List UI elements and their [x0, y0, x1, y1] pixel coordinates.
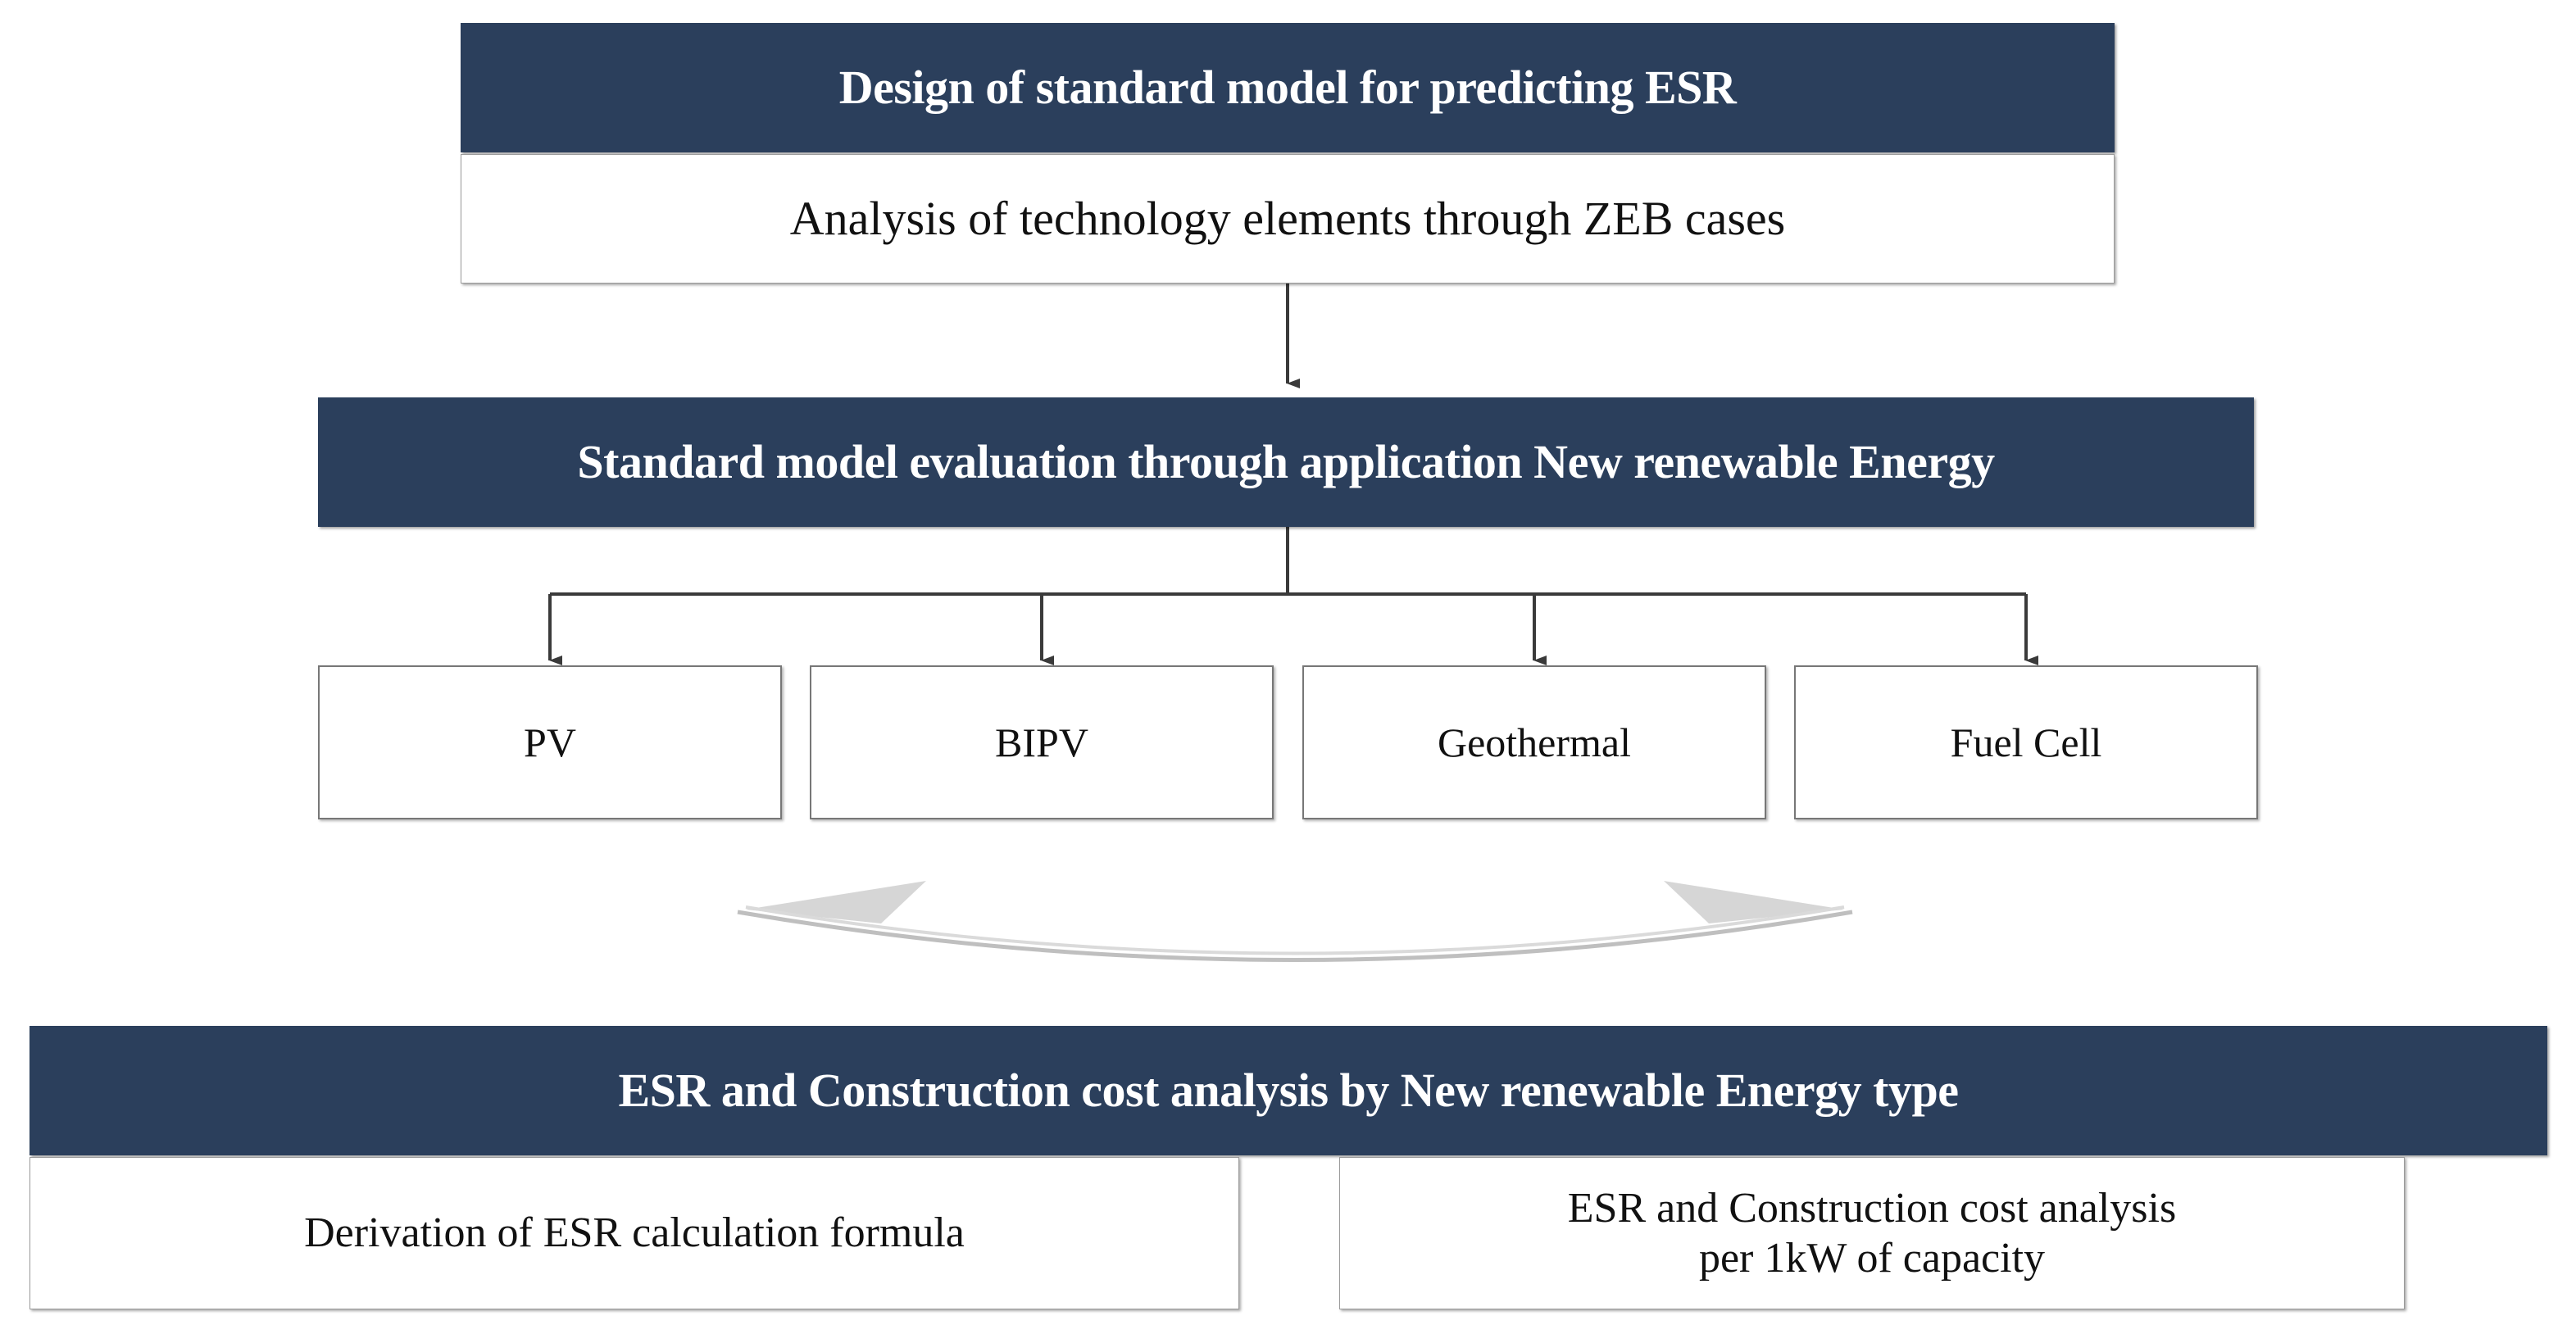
box-esr-cost-per-kw: ESR and Construction cost analysis per 1…: [1339, 1157, 2405, 1309]
box-esr-cost-per-kw-line1: ESR and Construction cost analysis: [1567, 1184, 2177, 1232]
box-esr-formula-derivation: Derivation of ESR calculation formula: [30, 1157, 1239, 1309]
header-standard-model-evaluation-label: Standard model evaluation through applic…: [577, 434, 1995, 488]
box-energy-type-geothermal-label: Geothermal: [1437, 719, 1631, 765]
header-esr-construction-cost-analysis-label: ESR and Construction cost analysis by Ne…: [618, 1063, 1959, 1117]
box-energy-type-bipv-label: BIPV: [995, 719, 1088, 765]
box-energy-type-bipv: BIPV: [810, 665, 1274, 819]
box-esr-cost-per-kw-label: ESR and Construction cost analysis per 1…: [1556, 1183, 2188, 1284]
decorative-chevron-icon: [737, 881, 1853, 962]
box-analysis-technology-elements-label: Analysis of technology elements through …: [789, 191, 1786, 245]
box-energy-type-fuelcell: Fuel Cell: [1794, 665, 2258, 819]
header-esr-construction-cost-analysis: ESR and Construction cost analysis by Ne…: [30, 1026, 2547, 1155]
header-standard-model-evaluation: Standard model evaluation through applic…: [318, 397, 2254, 527]
box-esr-cost-per-kw-line2: per 1kW of capacity: [1698, 1235, 2046, 1282]
box-esr-formula-derivation-label: Derivation of ESR calculation formula: [304, 1209, 965, 1257]
box-energy-type-pv: PV: [318, 665, 782, 819]
box-energy-type-fuelcell-label: Fuel Cell: [1950, 719, 2102, 765]
box-analysis-technology-elements: Analysis of technology elements through …: [461, 154, 2115, 284]
header-design-standard-model-label: Design of standard model for predicting …: [838, 60, 1737, 114]
box-energy-type-pv-label: PV: [524, 719, 576, 765]
box-energy-type-geothermal: Geothermal: [1302, 665, 1766, 819]
header-design-standard-model: Design of standard model for predicting …: [461, 23, 2115, 152]
